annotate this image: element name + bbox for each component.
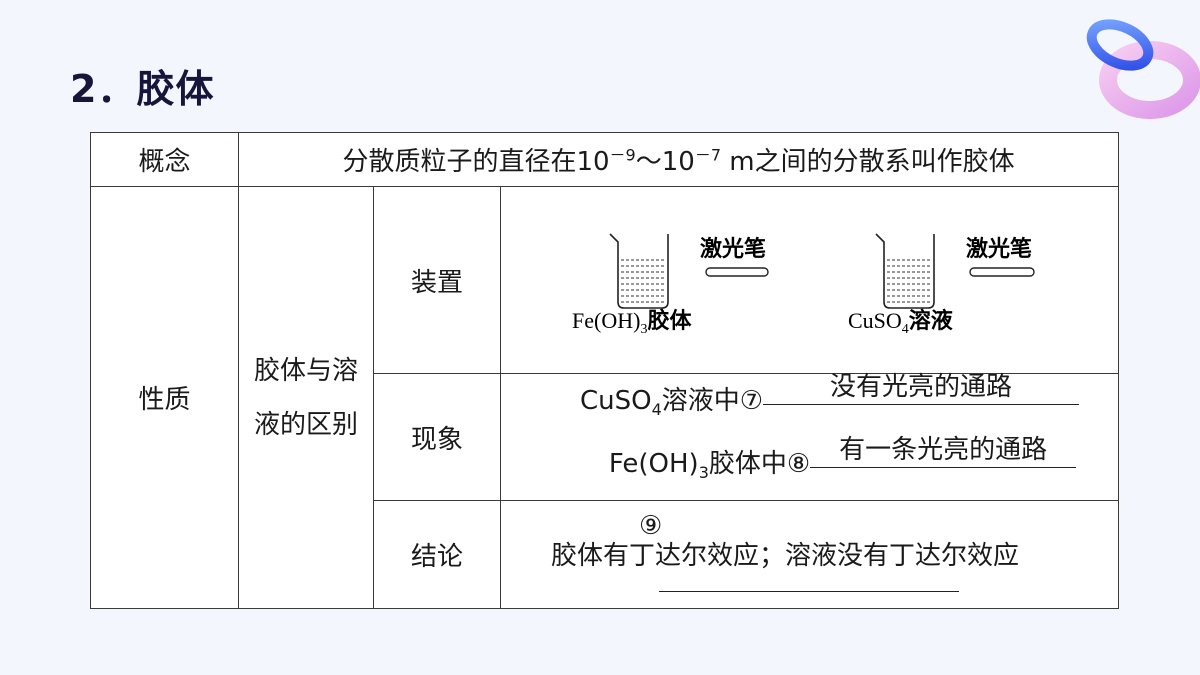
beaker-label-2: CuSO4溶液 xyxy=(848,308,953,337)
experiment-figure: 激光笔 Fe(OH)3胶体 激光笔 CuSO4溶液 xyxy=(569,218,1050,342)
beaker-colloid-icon xyxy=(608,233,669,309)
concept-exp1: －9 xyxy=(609,145,636,165)
phenomenon-answer-2-blank: 有一条光亮的通路 xyxy=(810,435,1077,469)
property-label-cell: 性质 xyxy=(90,186,239,609)
concept-label: 概念 xyxy=(138,147,191,177)
concept-mid: ～10 xyxy=(635,147,695,177)
conclusion-label: 结论 xyxy=(410,542,463,573)
slide-title: 2．胶体 xyxy=(70,67,215,111)
phenomenon-answer-1-blank: 没有光亮的通路 xyxy=(763,372,1080,405)
conclusion-label-cell: 结论 xyxy=(373,500,501,609)
device-figure-cell: 激光笔 Fe(OH)3胶体 激光笔 CuSO4溶液 xyxy=(499,186,1120,374)
laser-label-2: 激光笔 xyxy=(966,236,1032,261)
conclusion-cell: ⑨ 胶体有丁达尔效应；溶液没有丁达尔效应 xyxy=(499,500,1120,609)
concept-label-cell: 概念 xyxy=(90,132,239,187)
concept-text-cell: 分散质粒子的直径在10－9～10－7 m之间的分散系叫作胶体 xyxy=(237,132,1120,187)
colloid-table: 概念 分散质粒子的直径在10－9～10－7 m之间的分散系叫作胶体 性质 胶体与… xyxy=(90,132,1120,609)
ring-decoration-icon xyxy=(1086,19,1200,119)
conclusion-answer: 胶体有丁达尔效应；溶液没有丁达尔效应 xyxy=(551,540,1020,571)
conclusion-blank-line xyxy=(659,590,959,592)
conclusion-marker: ⑨ xyxy=(639,510,663,541)
laser-label-1: 激光笔 xyxy=(700,236,766,261)
concept-text-pre: 分散质粒子的直径在10 xyxy=(342,147,610,177)
beaker-label-1: Fe(OH)3胶体 xyxy=(572,308,692,337)
device-label: 装置 xyxy=(410,267,463,298)
laser-pen-2-icon xyxy=(968,267,1035,277)
property-label: 性质 xyxy=(138,385,191,415)
laser-pen-1-icon xyxy=(704,267,769,277)
phenomenon-label: 现象 xyxy=(410,424,463,455)
concept-exp2: －7 xyxy=(694,145,721,165)
subject-label: 胶体与溶液的区别 xyxy=(253,355,358,440)
beaker-solution-icon xyxy=(874,233,935,309)
device-label-cell: 装置 xyxy=(373,186,501,374)
concept-text-post: m之间的分散系叫作胶体 xyxy=(721,147,1015,177)
subject-label-cell: 胶体与溶液的区别 xyxy=(238,186,374,609)
phenomenon-answer-1: 没有光亮的通路 xyxy=(830,372,1013,402)
phenomenon-answer-2: 有一条光亮的通路 xyxy=(839,435,1048,466)
phenomenon-label-cell: 现象 xyxy=(373,372,501,502)
